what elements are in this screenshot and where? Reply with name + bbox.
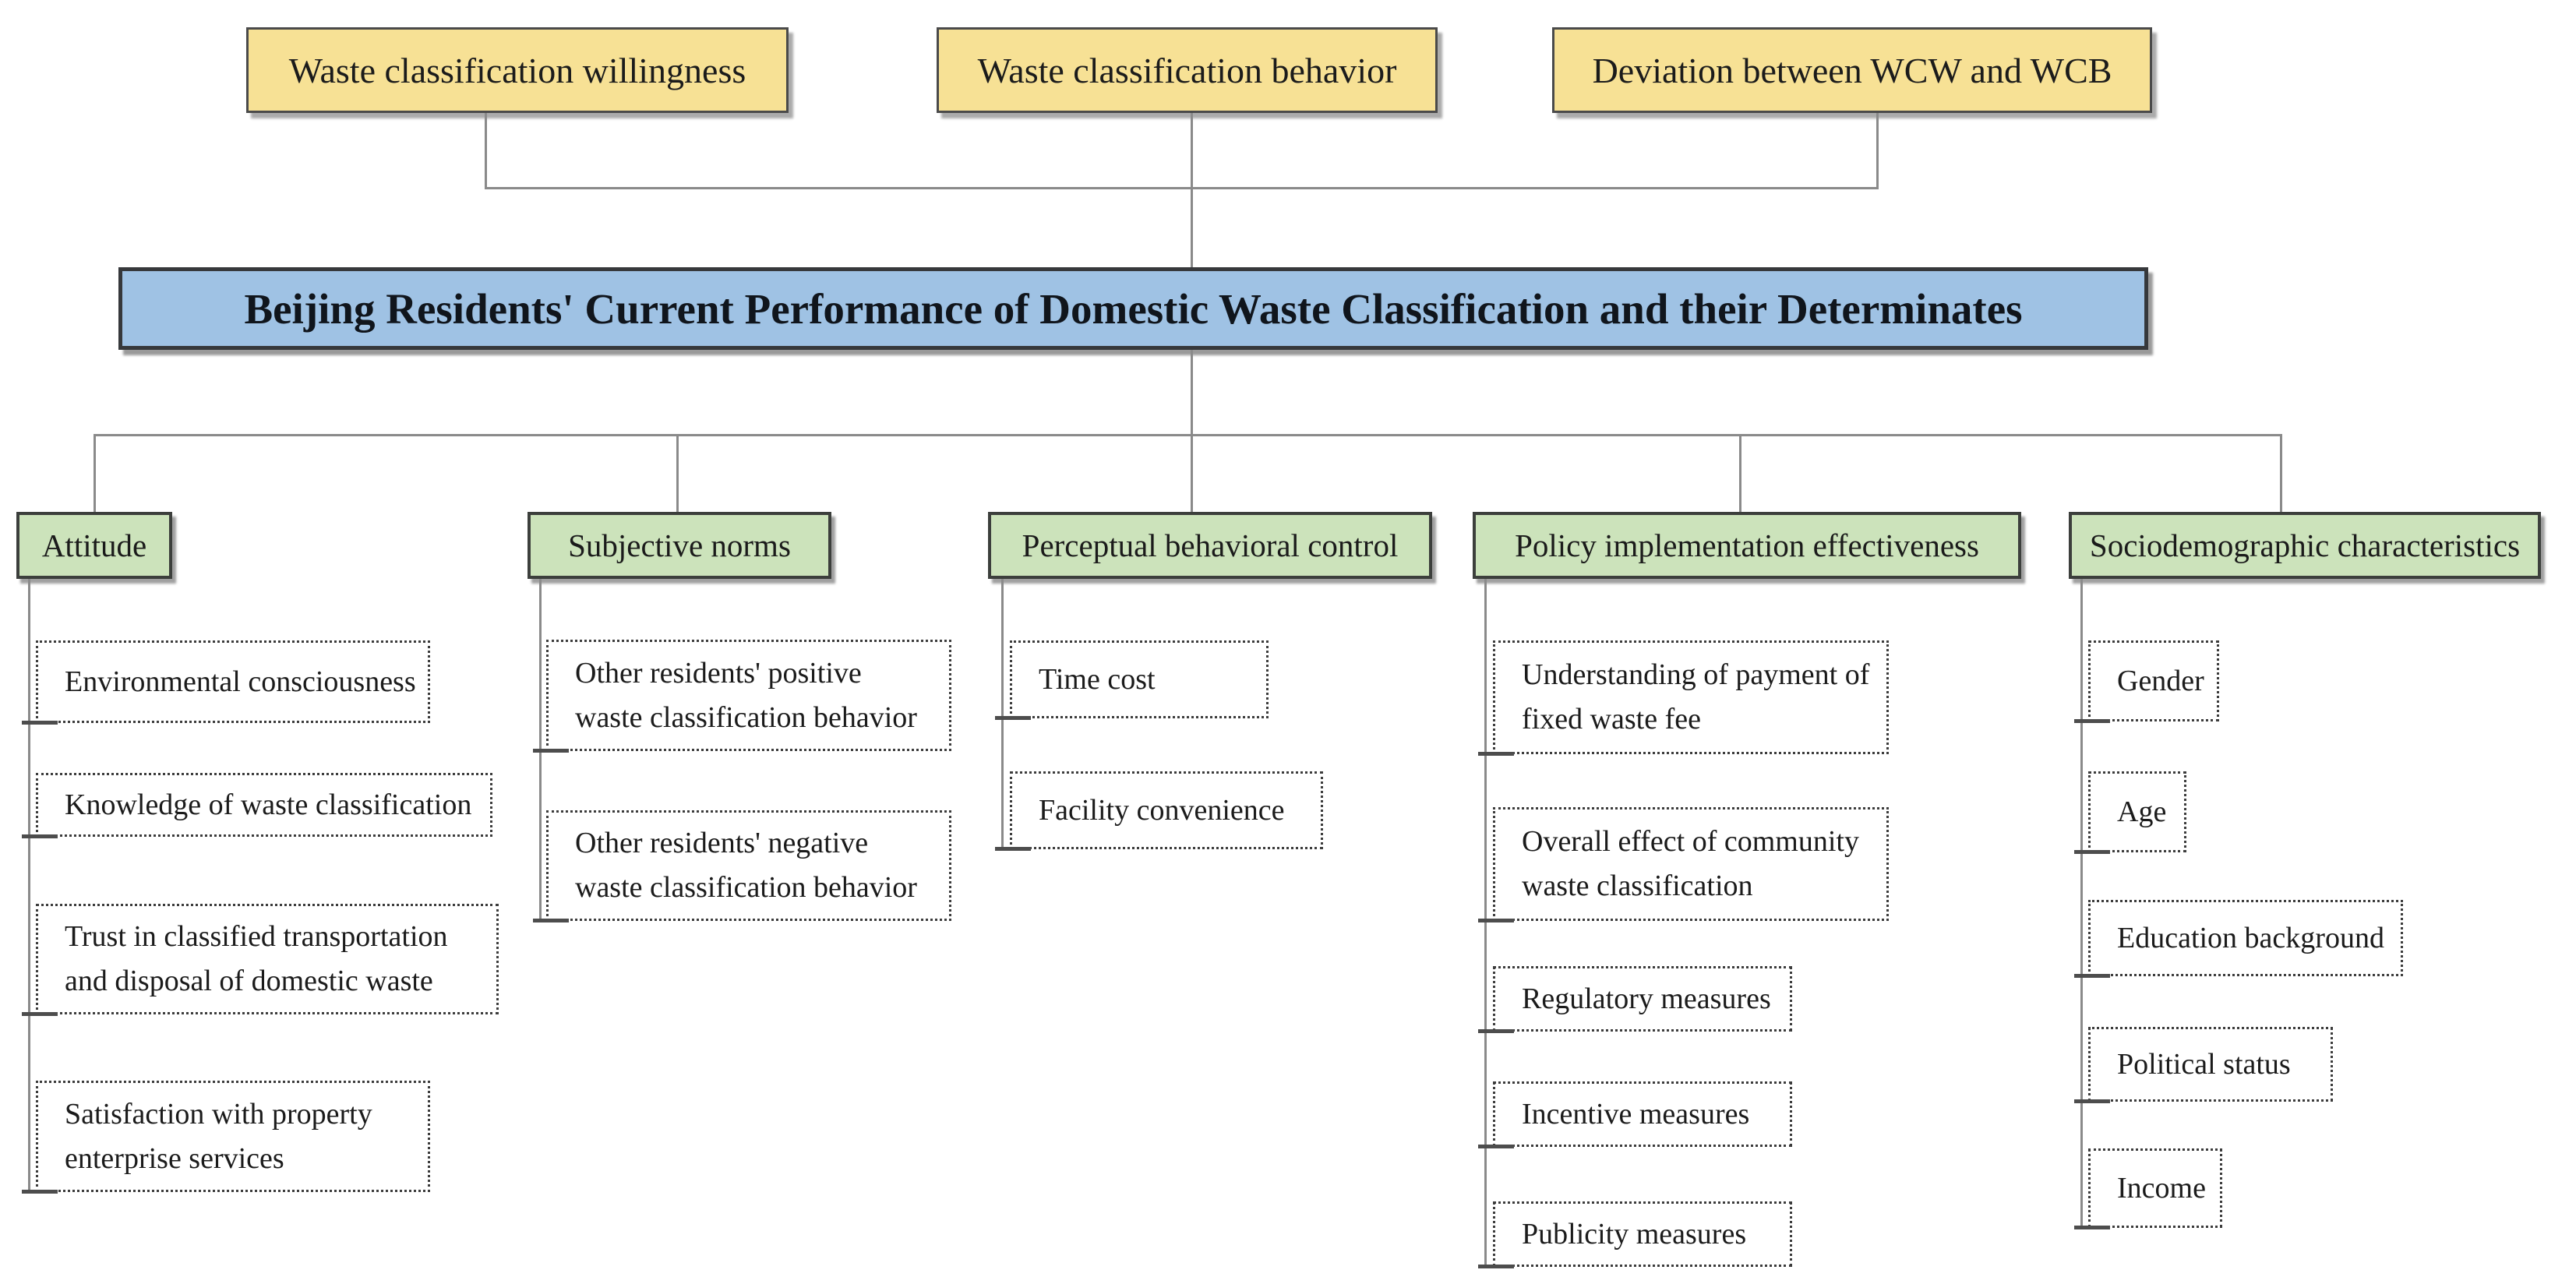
connector-policy-drop bbox=[1739, 434, 1741, 512]
outcome-box-waste-classification-willingness: Waste classification willingness bbox=[246, 27, 789, 113]
connector-attitude-drop bbox=[94, 434, 96, 512]
tick-perceptual-1 bbox=[995, 716, 1031, 720]
tick-subjective-1 bbox=[533, 749, 569, 753]
category-box-subjective-norms: Subjective norms bbox=[528, 512, 831, 579]
connector-behavior-to-title bbox=[1191, 113, 1193, 267]
tick-perceptual-2 bbox=[995, 847, 1031, 851]
spine-sociodemographic bbox=[2080, 579, 2083, 1228]
factor-box-trust-in-classified-transportation: Trust in classified transportation and d… bbox=[36, 904, 499, 1014]
outcome-box-waste-classification-behavior: Waste classification behavior bbox=[937, 27, 1438, 113]
factor-box-incentive-measures: Incentive measures bbox=[1493, 1081, 1792, 1147]
tick-policy-5 bbox=[1478, 1265, 1514, 1268]
factor-box-income: Income bbox=[2088, 1148, 2222, 1228]
tick-attitude-2 bbox=[22, 834, 58, 838]
factor-box-facility-convenience: Facility convenience bbox=[1010, 771, 1323, 849]
factor-box-environmental-consciousness: Environmental consciousness bbox=[36, 640, 430, 723]
connector-deviation-drop bbox=[1876, 113, 1879, 188]
connector-willingness-drop bbox=[485, 113, 487, 188]
central-title-box: Beijing Residents' Current Performance o… bbox=[118, 267, 2148, 350]
spine-perceptual bbox=[1001, 579, 1004, 849]
factor-box-education-background: Education background bbox=[2088, 900, 2403, 976]
tick-policy-1 bbox=[1478, 752, 1514, 756]
connector-title-down bbox=[1191, 350, 1193, 434]
factor-box-regulatory-measures: Regulatory measures bbox=[1493, 966, 1792, 1032]
category-box-attitude: Attitude bbox=[16, 512, 172, 579]
connector-categories-horizontal bbox=[94, 434, 2281, 436]
category-box-sociodemographic-characteristics: Sociodemographic characteristics bbox=[2069, 512, 2541, 579]
factor-box-satisfaction-property-services: Satisfaction with property enterprise se… bbox=[36, 1081, 430, 1192]
factor-box-time-cost: Time cost bbox=[1010, 640, 1269, 718]
connector-subjective-norms-drop bbox=[676, 434, 679, 512]
tick-attitude-1 bbox=[22, 721, 58, 725]
tick-subjective-2 bbox=[533, 919, 569, 922]
outcome-box-deviation-wcw-wcb: Deviation between WCW and WCB bbox=[1552, 27, 2152, 113]
tick-attitude-3 bbox=[22, 1012, 58, 1016]
tick-socio-2 bbox=[2074, 850, 2110, 854]
spine-attitude bbox=[28, 579, 30, 1192]
connector-perceptual-drop bbox=[1191, 434, 1193, 512]
factor-box-age: Age bbox=[2088, 771, 2186, 852]
spine-policy bbox=[1484, 579, 1487, 1267]
factor-box-gender: Gender bbox=[2088, 640, 2219, 721]
factor-box-overall-effect-community: Overall effect of community waste classi… bbox=[1493, 807, 1889, 921]
factor-box-political-status: Political status bbox=[2088, 1027, 2333, 1102]
tick-socio-3 bbox=[2074, 974, 2110, 978]
tick-socio-1 bbox=[2074, 719, 2110, 723]
tick-policy-3 bbox=[1478, 1029, 1514, 1033]
category-box-perceptual-behavioral-control: Perceptual behavioral control bbox=[988, 512, 1432, 579]
factor-box-understanding-fixed-waste-fee: Understanding of payment of fixed waste … bbox=[1493, 640, 1889, 754]
category-box-policy-implementation-effectiveness: Policy implementation effectiveness bbox=[1473, 512, 2021, 579]
tick-policy-4 bbox=[1478, 1145, 1514, 1148]
factor-box-others-positive-behavior: Other residents' positive waste classifi… bbox=[546, 640, 951, 751]
factor-box-publicity-measures: Publicity measures bbox=[1493, 1201, 1792, 1267]
tick-policy-2 bbox=[1478, 919, 1514, 922]
connector-sociodemographic-drop bbox=[2280, 434, 2282, 512]
factor-box-knowledge-of-waste-classification: Knowledge of waste classification bbox=[36, 773, 492, 837]
tick-attitude-4 bbox=[22, 1190, 58, 1194]
tick-socio-5 bbox=[2074, 1226, 2110, 1229]
connector-outcomes-horizontal bbox=[485, 187, 1879, 189]
factor-box-others-negative-behavior: Other residents' negative waste classifi… bbox=[546, 810, 951, 921]
tick-socio-4 bbox=[2074, 1099, 2110, 1103]
